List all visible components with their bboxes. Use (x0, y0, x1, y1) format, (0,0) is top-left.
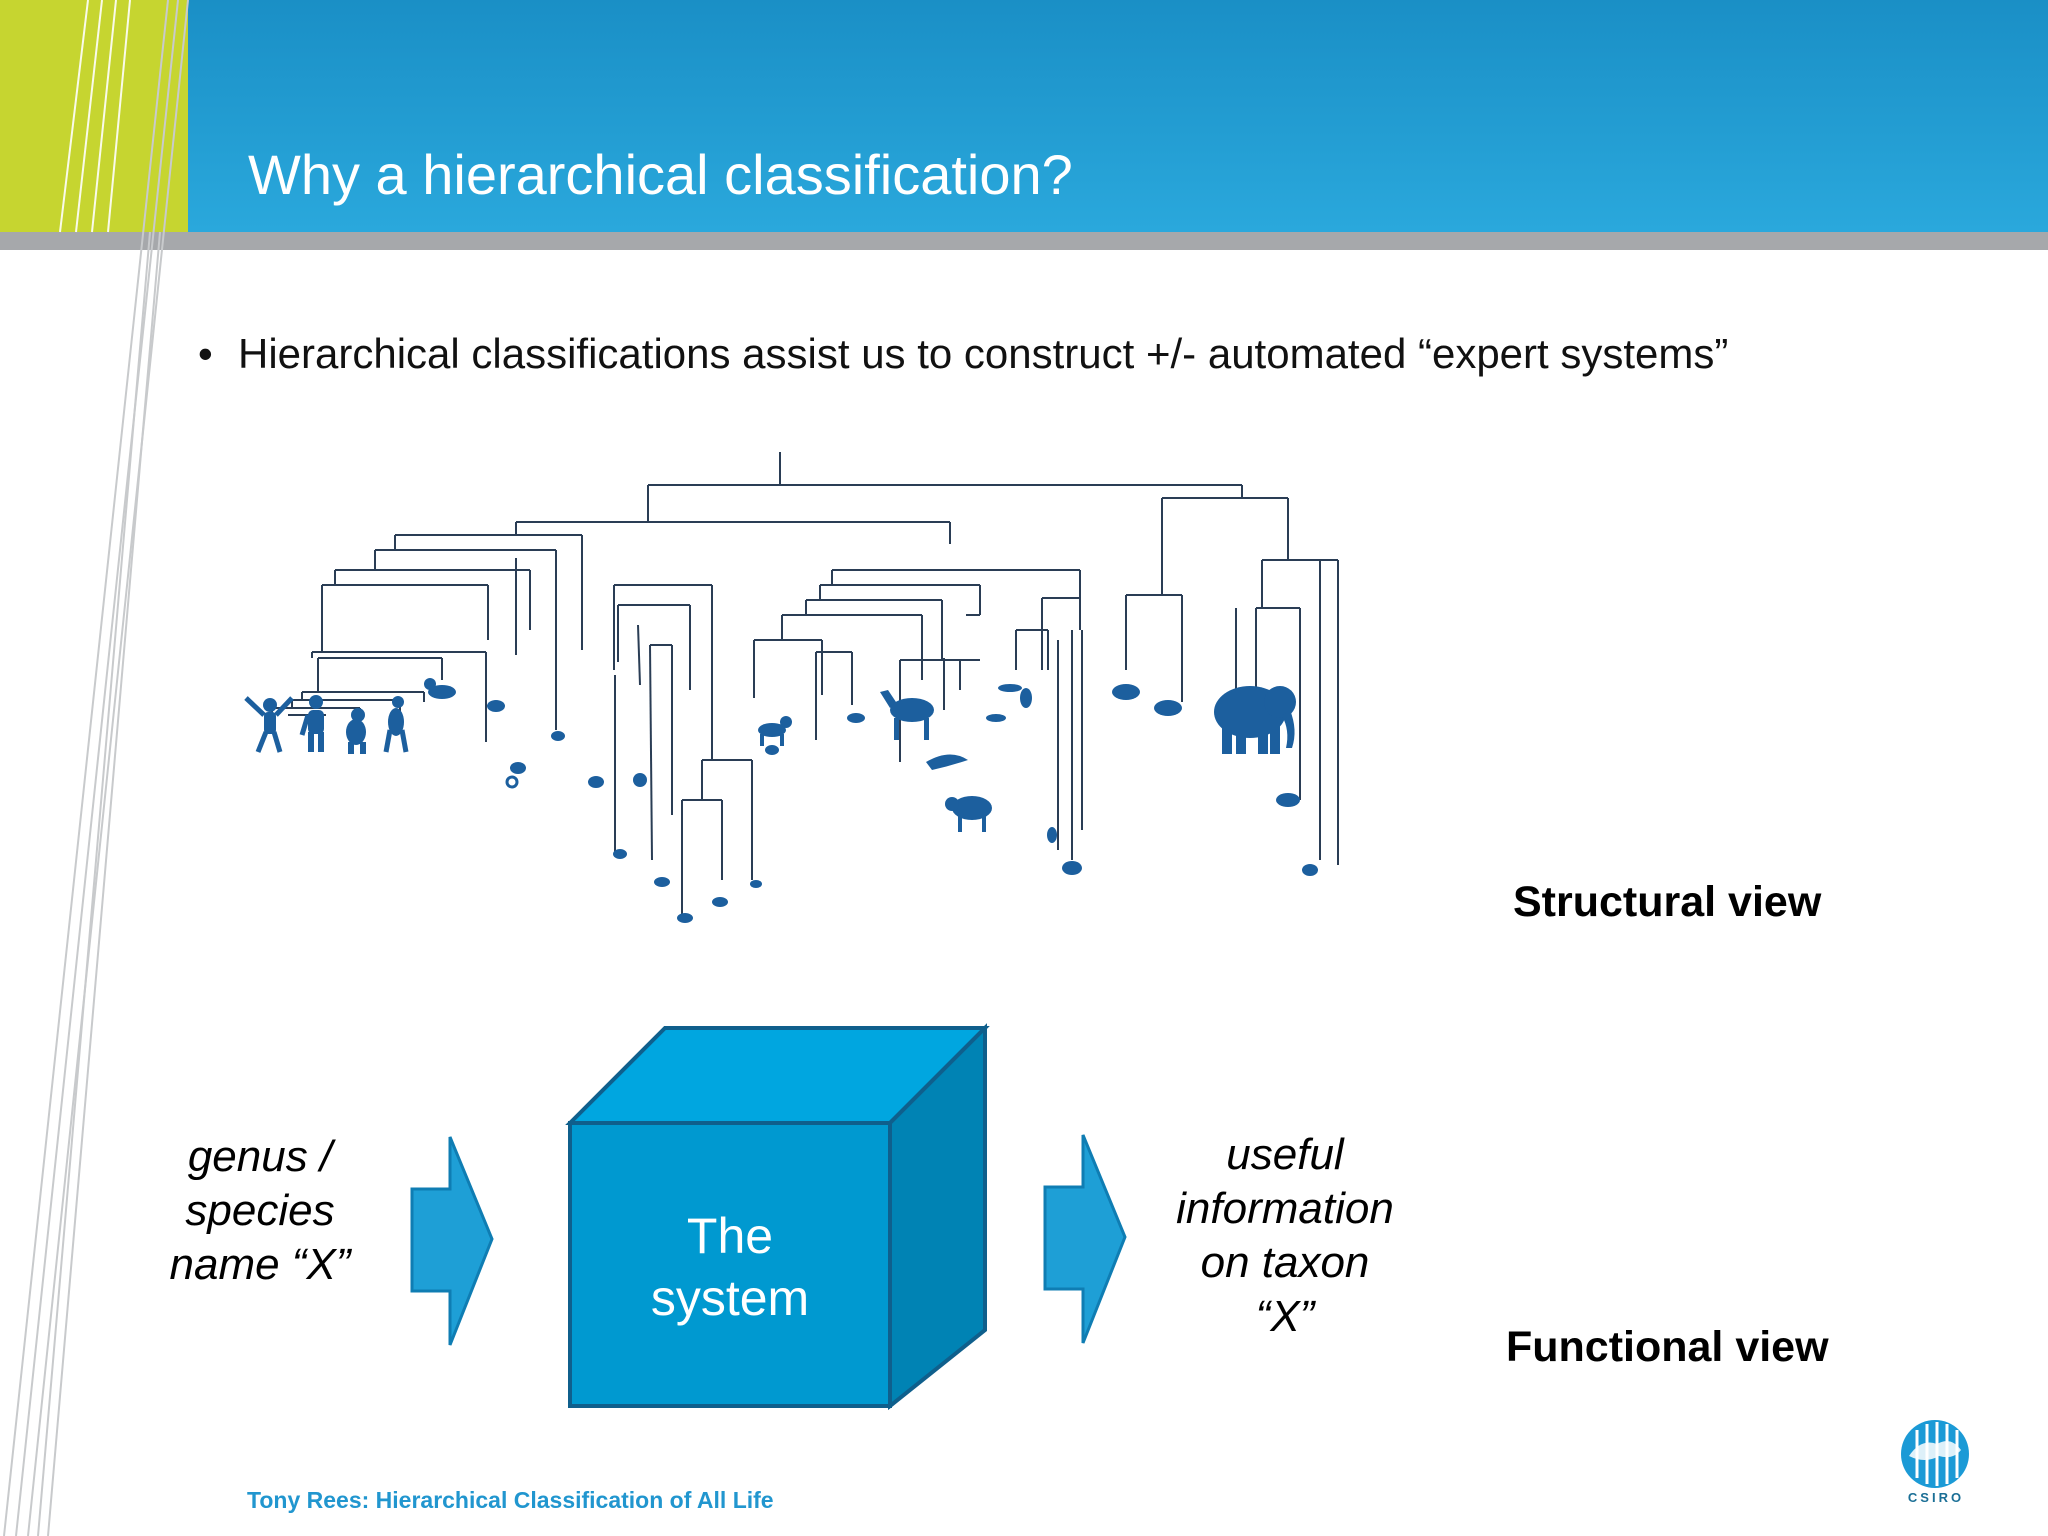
output-line: on taxon (1200, 1238, 1370, 1287)
output-info-text: useful information on taxon “X” (1150, 1128, 1420, 1344)
input-line: name “X” (169, 1240, 351, 1289)
footer-credit: Tony Rees: Hierarchical Classification o… (247, 1487, 774, 1513)
functional-view-label: Functional view (1506, 1323, 1829, 1371)
header-band (0, 0, 2048, 232)
system-cube (565, 1023, 990, 1411)
system-label-line: system (650, 1270, 810, 1326)
output-line: useful (1226, 1130, 1344, 1179)
system-label-line: The (686, 1208, 774, 1264)
system-label: The system (570, 1205, 890, 1329)
elephant-silhouette (1214, 686, 1296, 754)
output-line: “X” (1255, 1292, 1315, 1341)
bullet-point: • Hierarchical classifications assist us … (198, 330, 1728, 378)
primate-silhouette-1 (244, 696, 294, 753)
bullet-text: Hierarchical classifications assist us t… (238, 330, 1729, 377)
csiro-logo-icon (1901, 1420, 1969, 1488)
input-name-text: genus / species name “X” (150, 1130, 370, 1292)
output-line: information (1176, 1184, 1394, 1233)
input-line: species (185, 1186, 335, 1235)
input-arrow-icon (410, 1136, 494, 1346)
bullet-marker: • (198, 330, 213, 377)
header-divider (0, 232, 2048, 250)
decorative-diagonal-lines (3, 0, 189, 1536)
structural-view-label: Structural view (1513, 878, 1822, 926)
phylogenetic-tree-illustration (244, 452, 1339, 923)
output-arrow-icon (1043, 1134, 1127, 1344)
slide-title: Why a hierarchical classification? (248, 143, 1073, 206)
input-line: genus / (187, 1132, 333, 1181)
csiro-wordmark: CSIRO (1907, 1490, 1965, 1505)
